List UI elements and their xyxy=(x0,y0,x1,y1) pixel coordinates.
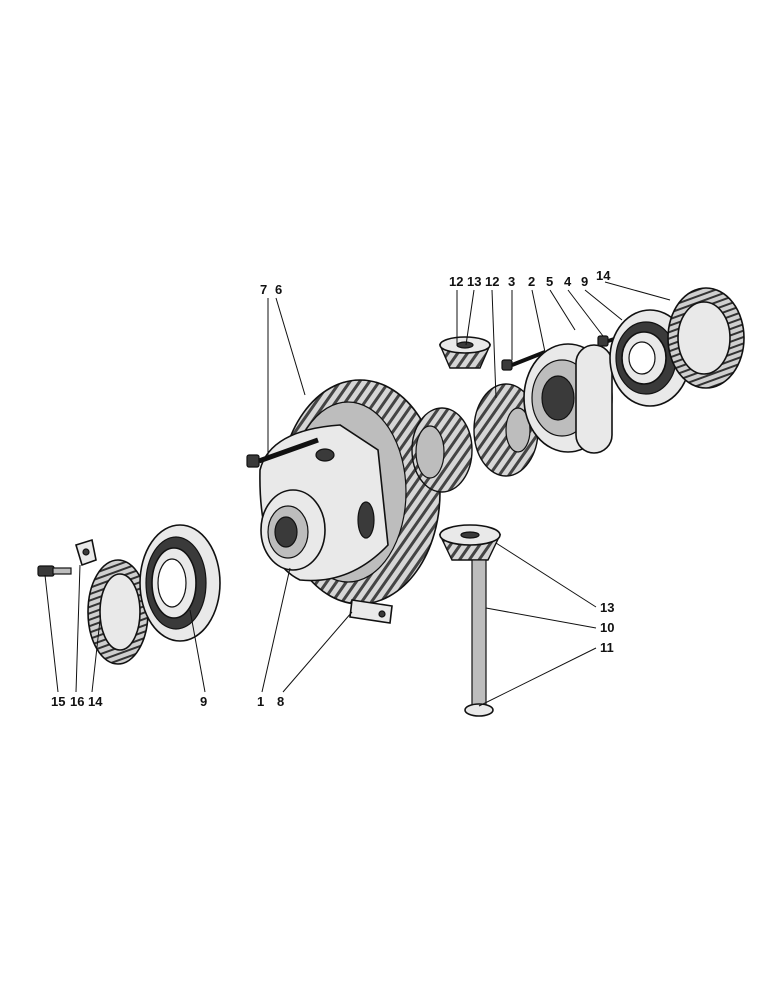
side-gear-12-right xyxy=(473,383,539,477)
callout-4: 4 xyxy=(564,274,572,289)
callout-10: 10 xyxy=(600,620,614,635)
adjuster-ring-14-right xyxy=(667,287,745,389)
crown-wheel-bolt-7 xyxy=(246,437,319,468)
callout-9-right: 9 xyxy=(581,274,588,289)
adjuster-ring-14-left xyxy=(87,559,149,665)
case-cover-2 xyxy=(523,343,613,454)
callout-1: 1 xyxy=(257,694,264,709)
callout-7: 7 xyxy=(260,282,267,297)
callout-8: 8 xyxy=(277,694,284,709)
callout-12-left: 12 xyxy=(449,274,463,289)
callout-9-left: 9 xyxy=(200,694,207,709)
callout-5: 5 xyxy=(546,274,553,289)
lock-plate-16 xyxy=(75,538,97,567)
callout-15: 15 xyxy=(51,694,65,709)
pinion-13-bottom xyxy=(438,524,502,561)
callout-14-right: 14 xyxy=(596,268,611,283)
pinion-13-top xyxy=(438,336,492,369)
callout-13-top: 13 xyxy=(467,274,481,289)
callout-6: 6 xyxy=(275,282,282,297)
pinion-shaft-10 xyxy=(464,559,494,717)
screw-15 xyxy=(37,565,72,577)
differential-case-1 xyxy=(259,424,389,582)
callout-13-bottom: 13 xyxy=(600,600,614,615)
cover-bolt-3 xyxy=(501,350,546,371)
ball-bearing-9-left xyxy=(139,524,221,642)
side-gear-12-left xyxy=(411,407,473,493)
callout-14-left: 14 xyxy=(88,694,103,709)
lock-plate-8 xyxy=(349,599,393,624)
callout-2: 2 xyxy=(528,274,535,289)
leader-lines xyxy=(44,281,671,707)
callout-3: 3 xyxy=(508,274,515,289)
callout-11: 11 xyxy=(600,640,614,655)
callout-16: 16 xyxy=(70,694,84,709)
callout-12-right: 12 xyxy=(485,274,499,289)
